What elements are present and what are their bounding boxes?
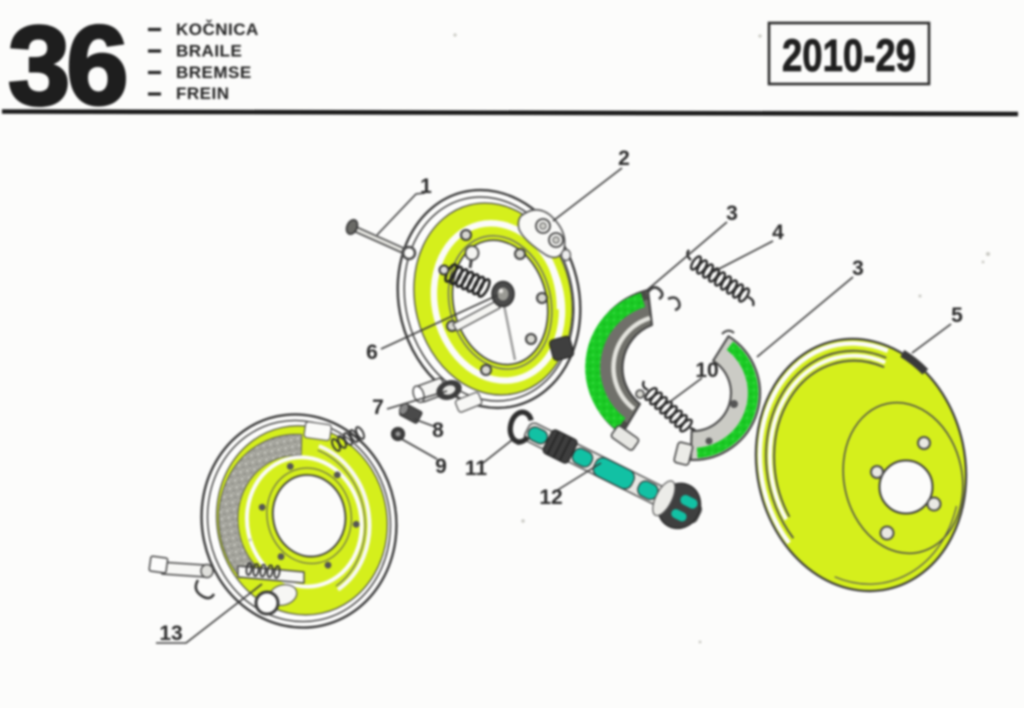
svg-text:FREIN: FREIN [176,84,230,103]
svg-text:BREMSE: BREMSE [176,63,252,82]
svg-text:4: 4 [772,221,784,244]
svg-text:36: 36 [8,3,125,128]
svg-text:9: 9 [435,455,447,478]
svg-text:3: 3 [852,257,864,280]
svg-text:12: 12 [539,486,562,509]
svg-text:6: 6 [366,341,378,364]
svg-text:13: 13 [159,622,182,645]
svg-text:2010-29: 2010-29 [782,30,916,81]
svg-text:3: 3 [726,202,738,225]
svg-text:7: 7 [372,396,384,419]
svg-text:2: 2 [618,147,630,170]
svg-text:1: 1 [420,175,432,198]
svg-text:8: 8 [432,419,444,442]
svg-text:10: 10 [695,359,718,382]
svg-text:KOČNICA: KOČNICA [176,20,259,39]
svg-text:BRAILE: BRAILE [176,42,242,61]
svg-text:11: 11 [465,457,488,480]
svg-text:5: 5 [951,304,963,327]
